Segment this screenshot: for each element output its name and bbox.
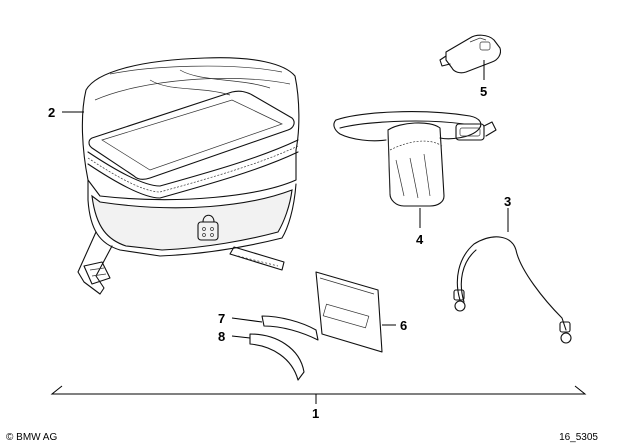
callout-3: 3 <box>504 194 511 209</box>
callout-5: 5 <box>480 84 487 99</box>
callout-4: 4 <box>416 232 424 247</box>
lock-key-illustration <box>439 34 502 74</box>
security-cable-illustration <box>453 236 572 344</box>
document-sleeve-illustration <box>315 271 383 353</box>
diagram-id-label: 16_5305 <box>559 432 598 443</box>
leader-lines <box>50 60 587 404</box>
belt-bag-illustration <box>333 111 497 207</box>
copyright-label: © BMW AG <box>6 432 57 443</box>
callout-1: 1 <box>312 406 319 421</box>
callout-8: 8 <box>218 329 225 344</box>
callout-6: 6 <box>400 318 407 333</box>
tank-bag-illustration <box>77 57 300 295</box>
reflective-strips-illustration <box>249 315 319 381</box>
callout-7: 7 <box>218 311 225 326</box>
callout-2: 2 <box>48 105 55 120</box>
